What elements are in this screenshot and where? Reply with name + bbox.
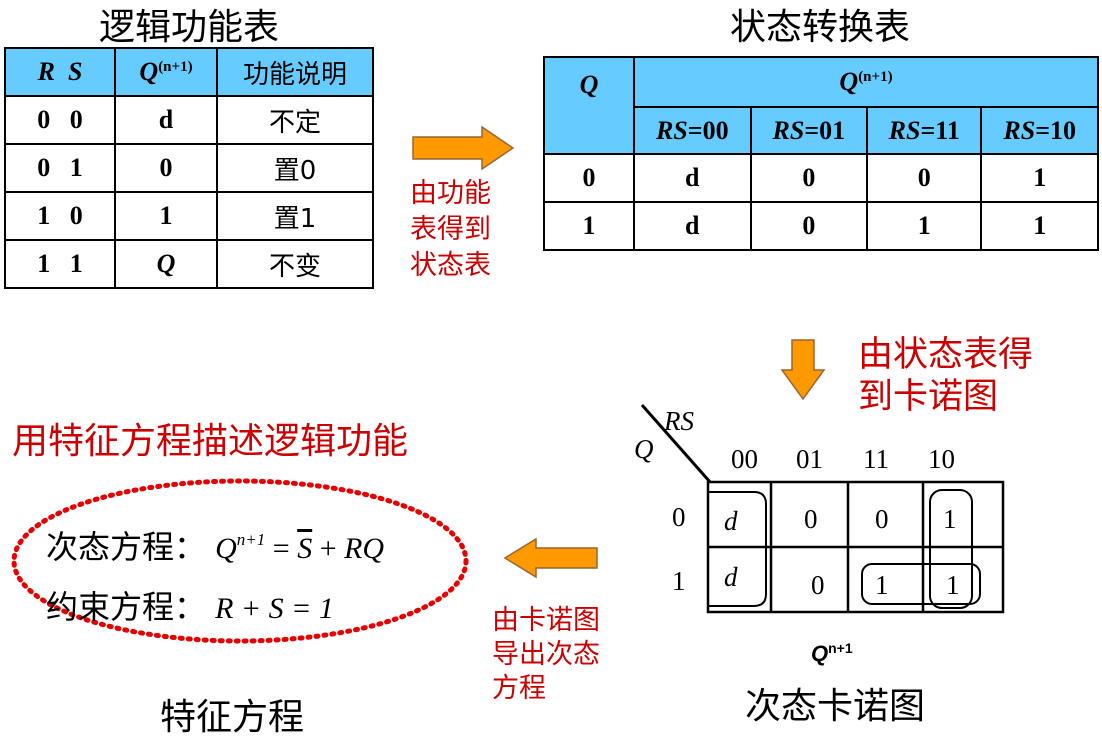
dotted-ellipse <box>11 478 469 644</box>
kmap-cell: 1 <box>946 570 960 600</box>
cell-rs: 1 1 <box>4 239 116 289</box>
cell-q: 1 <box>114 191 218 241</box>
right-arrow-icon <box>412 125 515 171</box>
header-qn1: Q(n+1) <box>114 47 218 97</box>
kmap-grid <box>640 404 1005 614</box>
header-qn1: Q(n+1) <box>633 56 1099 108</box>
kmap-cell: 0 <box>875 504 889 534</box>
kmap-col-label: 10 <box>928 444 955 474</box>
logic-function-table: R S Q(n+1) 功能说明 0 0 d 不定 0 1 0 置0 1 0 1 … <box>4 47 374 289</box>
cell: 0 <box>866 153 983 203</box>
cell: 1 <box>980 153 1099 203</box>
cell-rs: 0 1 <box>4 143 116 193</box>
next-state-equation: 次态方程： Qn+1 = S + RQ <box>46 522 384 568</box>
next-state-label: 次态方程： <box>46 528 207 566</box>
karnaugh-map: RS Q 00 01 11 10 0 1 d 0 0 1 d 0 1 1 Qn+… <box>620 400 1020 670</box>
kmap-col-label: 11 <box>863 444 889 474</box>
cell-desc: 置0 <box>216 143 374 193</box>
kmap-corner-rs: RS <box>664 406 694 436</box>
left-arrow-icon <box>503 537 598 579</box>
header-rs-10: RS=10 <box>980 106 1099 155</box>
header-desc: 功能说明 <box>216 47 374 97</box>
header-rs-01: RS=01 <box>749 106 869 155</box>
arrow1-caption: 由功能 表得到 状态表 <box>410 178 491 281</box>
state-table-title: 状态转换表 <box>729 7 910 48</box>
kmap-cell: d <box>724 562 738 592</box>
kmap-row-label: 1 <box>672 566 686 596</box>
state-transition-table: Q Q(n+1) RS=00 RS=01 RS=11 RS=10 0 d 0 0… <box>543 56 1099 251</box>
kmap-corner-q: Q <box>634 434 654 464</box>
cell-q: 0 <box>114 143 218 193</box>
table-row: 1 d 0 1 1 <box>543 201 1099 251</box>
table-row: 0 d 0 0 1 <box>543 153 1099 203</box>
kmap-cell: d <box>724 506 738 536</box>
header-q: Q <box>543 56 635 155</box>
char-eq-caption: 特征方程 <box>160 697 305 738</box>
cell: 0 <box>749 153 869 203</box>
cell-desc: 置1 <box>216 191 374 241</box>
char-eq-heading: 用特征方程描述逻辑功能 <box>12 421 409 462</box>
cell-desc: 不变 <box>216 239 374 289</box>
kmap-cell: 0 <box>804 504 818 534</box>
header-rs-00: RS=00 <box>633 106 752 155</box>
table-row: 1 1 Q 不变 <box>4 239 374 289</box>
cell: d <box>633 153 752 203</box>
table-row: 0 0 d 不定 <box>4 95 374 145</box>
cell: 1 <box>980 201 1099 251</box>
cell: 0 <box>749 201 869 251</box>
kmap-col-label: 01 <box>796 444 823 474</box>
header-rs: R S <box>4 47 116 97</box>
constraint-equation: 约束方程： R + S = 1 <box>46 582 334 628</box>
cell: 1 <box>866 201 983 251</box>
cell-q: Q <box>114 239 218 289</box>
constraint-label: 约束方程： <box>46 588 207 626</box>
next-state-formula: Qn+1 = S + RQ <box>215 530 385 565</box>
kmap-cell: 1 <box>943 504 957 534</box>
cell: d <box>633 201 752 251</box>
kmap-row-label: 0 <box>672 502 686 532</box>
cell-rs: 0 0 <box>4 95 116 145</box>
table-row: 0 1 0 置0 <box>4 143 374 193</box>
down-arrow-icon <box>780 339 826 401</box>
kmap-col-label: 00 <box>731 444 758 474</box>
kmap-cell: 1 <box>875 570 889 600</box>
cell-q: 1 <box>543 201 635 251</box>
kmap-caption: 次态卡诺图 <box>745 686 926 727</box>
constraint-formula: R + S = 1 <box>215 592 334 625</box>
kmap-cell: 0 <box>811 570 825 600</box>
cell-q: d <box>114 95 218 145</box>
logic-table-title: 逻辑功能表 <box>98 7 279 48</box>
arrow3-caption: 由卡诺图 导出次态 方程 <box>492 605 600 704</box>
table-row: 1 0 1 置1 <box>4 191 374 241</box>
cell-rs: 1 0 <box>4 191 116 241</box>
kmap-output-label: Qn+1 <box>811 640 853 666</box>
header-rs-11: RS=11 <box>866 106 983 155</box>
cell-q: 0 <box>543 153 635 203</box>
arrow2-caption: 由状态表得 到卡诺图 <box>858 335 1034 417</box>
cell-desc: 不定 <box>216 95 374 145</box>
